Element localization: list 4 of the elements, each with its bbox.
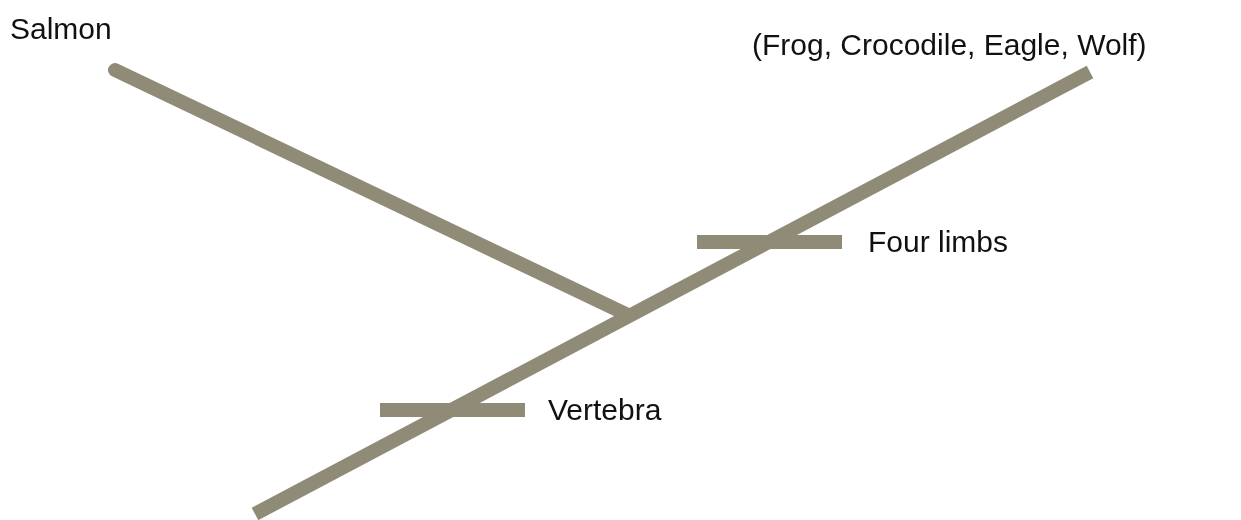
taxon-label: Salmon — [10, 12, 112, 46]
trait-label: Four limbs — [868, 225, 1009, 259]
taxon-label: (Frog, Crocodile, Eagle, Wolf) — [752, 28, 1147, 62]
trait-label: Vertebra — [548, 393, 662, 427]
